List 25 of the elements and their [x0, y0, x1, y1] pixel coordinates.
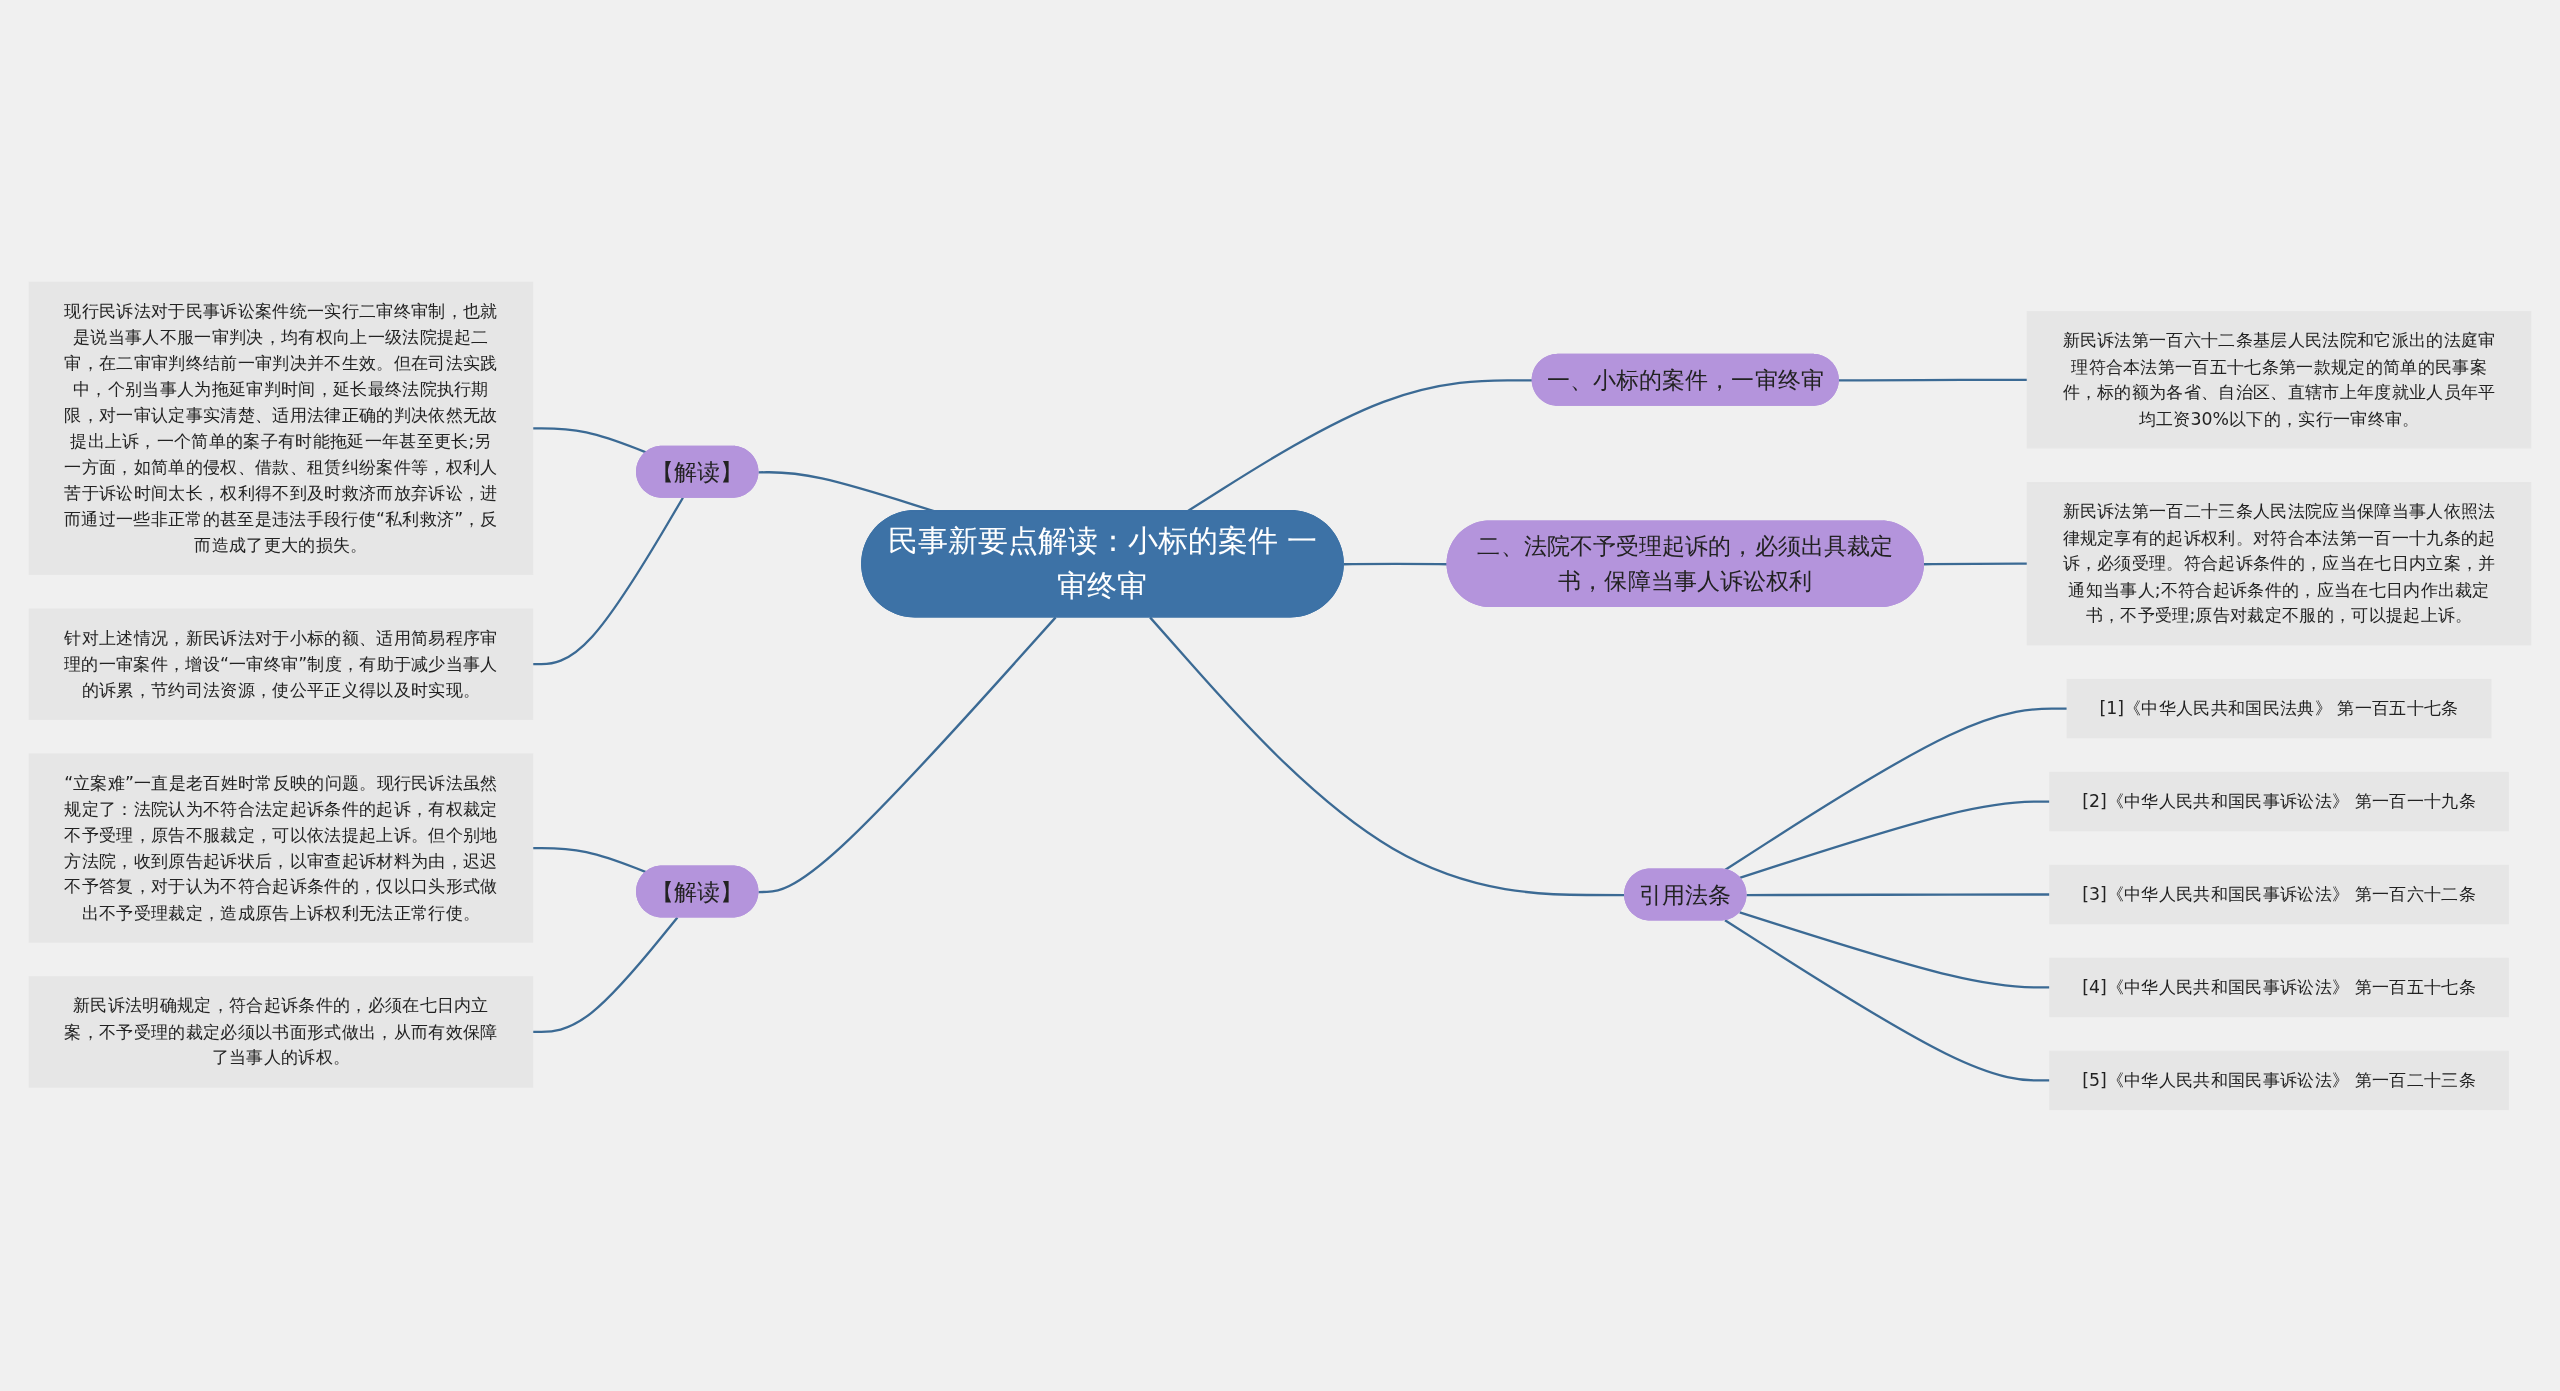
- connector: [1923, 562, 2028, 566]
- connector: [1838, 378, 2028, 382]
- connector: [532, 846, 648, 873]
- node-box: 新民诉法第一百二十三条人民法院应当保障当事人依照法律规定享有的起诉权利。对符合本法第一百一十九条的起诉，必须受理。符合起诉条件的，应当在七日内立案，并通知当事人;不符合起诉条件的，应当在七日内作出裁定书，不予受理;原告对裁定不服的，可以提起上诉。: [2026, 481, 2532, 645]
- connector: [532, 916, 679, 1033]
- node-box: [1]《中华人民共和国民法典》 第一百五十七条: [2066, 678, 2492, 738]
- node-box: 针对上述情况，新民诉法对于小标的额、适用简易程序审理的一审案件，增设“一审终审”制度，有助于减少当事人的诉累，节约司法资源，使公平正义得以及时实现。: [28, 608, 534, 720]
- node-box: [3]《中华人民共和国民事诉讼法》 第一百六十二条: [2049, 864, 2509, 924]
- connector: [1343, 562, 1448, 566]
- node-box: 新民诉法明确规定，符合起诉条件的，必须在七日内立案，不予受理的裁定必须以书面形式做出，从而有效保障了当事人的诉权。: [28, 975, 534, 1088]
- node-box: “立案难”一直是老百姓时常反映的问题。现行民诉法虽然规定了：法院认为不符合法定起诉条件的起诉，有权裁定不予受理，原告不服裁定，可以依法提起上诉。但个别地方法院，收到原告起诉状后，以审查起诉材料为由，迟迟不予答复，对于认为不符合起诉条件的，仅以口头形式做出不予受理裁定，造成原告上诉权利无法正常行使。: [28, 752, 534, 943]
- connector: [1724, 707, 2068, 871]
- connector: [1746, 892, 2050, 896]
- connector: [1739, 800, 2050, 879]
- connector: [1739, 910, 2050, 989]
- connector: [758, 616, 1057, 893]
- node-box: [5]《中华人民共和国民事诉讼法》 第一百二十三条: [2049, 1050, 2509, 1110]
- connector: [1187, 378, 1533, 512]
- node-box: [4]《中华人民共和国民事诉讼法》 第一百五十七条: [2049, 957, 2509, 1017]
- connector: [532, 426, 648, 454]
- node-box: 新民诉法第一百六十二条基层人民法院和它派出的法庭审理符合本法第一百五十七条第一款规定的简单的民事案件，标的额为各省、自治区、直辖市上年度就业人员年平均工资30%以下的，实行一审终审。: [2026, 310, 2532, 449]
- node-box: 现行民诉法对于民事诉讼案件统一实行二审终审制，也就是说当事人不服一审判决，均有权向上一级法院提起二审，在二审审判终结前一审判决并不生效。但在司法实践中，个别当事人为拖延审判时间，延长最终法院执行期限，对一审认定事实清楚、适用法律正确的判决依然无故提出上诉，一个简单的案子有时能拖延一年甚至更长;另一方面，如简单的侵权、借款、租赁纠纷案件等，权利人苦于诉讼时间太长，权利得不到及时救济而放弃诉讼，进而通过一些非正常的甚至是违法手段行使“私利救济”，反而造成了更大的损失。: [28, 281, 534, 575]
- node-box: [2]《中华人民共和国民事诉讼法》 第一百一十九条: [2049, 771, 2509, 831]
- connector: [532, 496, 684, 665]
- connector: [1724, 918, 2050, 1082]
